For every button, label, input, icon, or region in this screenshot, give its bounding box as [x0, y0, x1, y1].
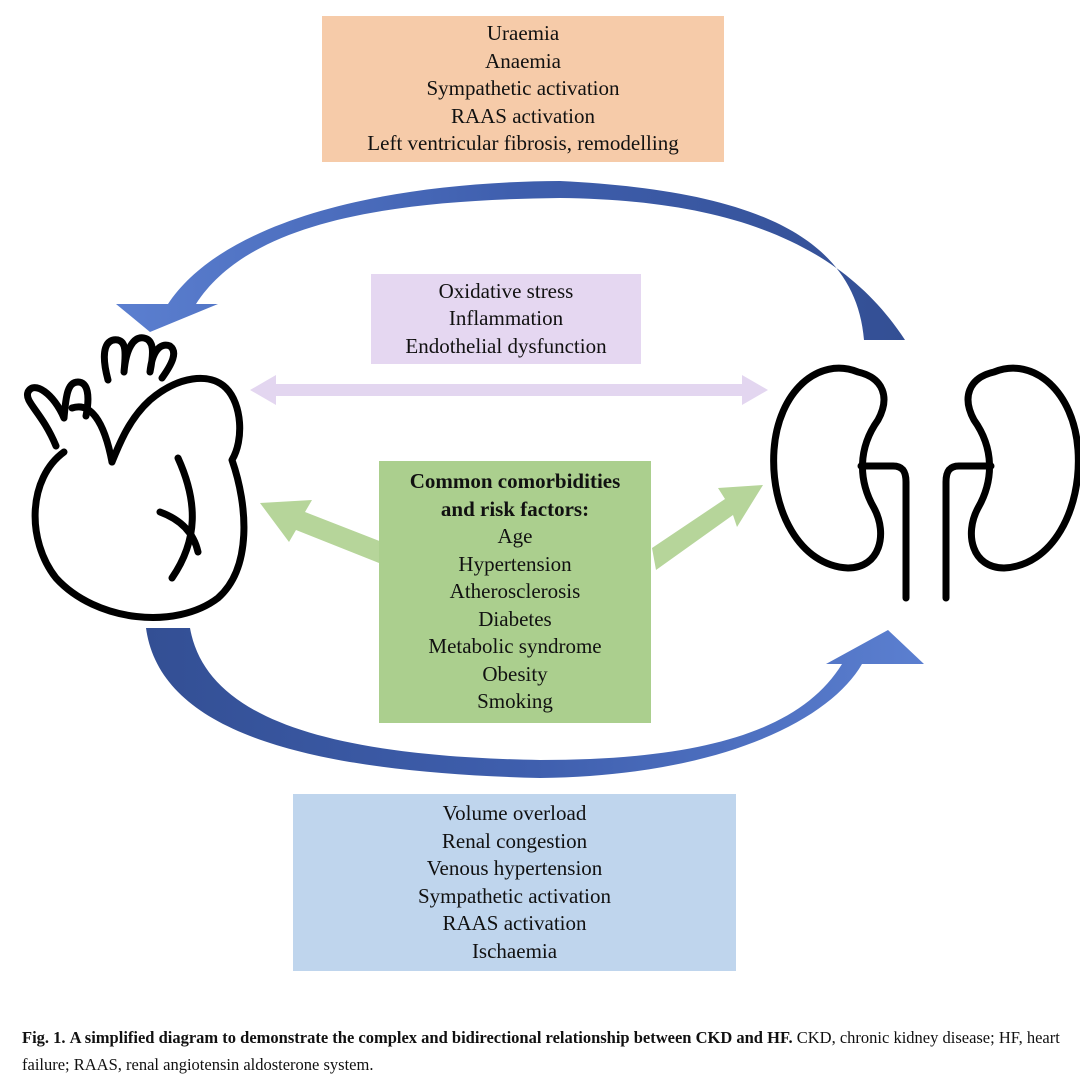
middle-box-line: Oxidative stress	[438, 278, 574, 303]
middle-box-line: Endothelial dysfunction	[405, 333, 607, 358]
bottom-box-line: Volume overload	[442, 801, 587, 825]
middle-box-bg	[371, 274, 641, 364]
comorbidities-heading: and risk factors:	[440, 496, 590, 521]
top-box-line: Uraemia	[486, 21, 560, 46]
bottom-box-line: Renal congestion	[441, 828, 588, 853]
heart-icon	[23, 334, 248, 621]
green-arrow-heart	[260, 500, 382, 563]
top-box-line: Left ventricular fibrosis, remodelling	[367, 131, 679, 156]
comorbidities-heading: Common comorbidities	[409, 469, 621, 494]
comorbidity-item: Age	[497, 524, 533, 549]
top-box-line: RAAS activation	[450, 103, 596, 128]
kidneys-icon	[770, 364, 1080, 602]
top-box-line: Sympathetic activation	[426, 76, 620, 101]
bottom-box-bg	[293, 794, 736, 971]
top-box-bg	[322, 16, 724, 162]
comorbidity-item: Hypertension	[458, 551, 572, 576]
middle-box-line: Inflammation	[448, 306, 564, 331]
bottom-curved-arrow	[146, 628, 924, 778]
middle-factors-box: Oxidative stress Inflammation Endothelia…	[371, 274, 641, 364]
comorbidity-item: Diabetes	[478, 606, 552, 631]
comorbidity-item: Smoking	[477, 689, 553, 714]
top-factors-box: Uraemia Anaemia Sympathetic activation R…	[322, 16, 724, 162]
top-curved-arrow	[116, 181, 905, 340]
top-box-line: Anaemia	[485, 48, 561, 73]
center-box-bg	[379, 461, 651, 723]
bottom-box-line: Ischaemia	[471, 938, 558, 963]
caption-title: A simplified diagram to demonstrate the …	[69, 1028, 793, 1047]
comorbidity-item: Metabolic syndrome	[428, 634, 602, 659]
bottom-factors-box: Volume overload Renal congestion Venous …	[293, 794, 736, 971]
comorbidities-box: Common comorbidities and risk factors: A…	[379, 461, 651, 723]
figure-caption: Fig. 1. A simplified diagram to demonstr…	[22, 1024, 1062, 1078]
green-arrow-kidney	[652, 485, 763, 570]
purple-double-arrow	[250, 375, 768, 405]
caption-label: Fig. 1.	[22, 1028, 66, 1047]
bottom-box-line: RAAS activation	[442, 911, 587, 935]
bottom-box-line: Sympathetic activation	[417, 883, 612, 908]
comorbidity-item: Obesity	[482, 661, 548, 686]
comorbidity-item: Atherosclerosis	[449, 579, 581, 604]
bottom-box-line: Venous hypertension	[426, 856, 603, 880]
caption-text: CKD, chronic kidney disease; HF, heart f…	[22, 1028, 1060, 1074]
